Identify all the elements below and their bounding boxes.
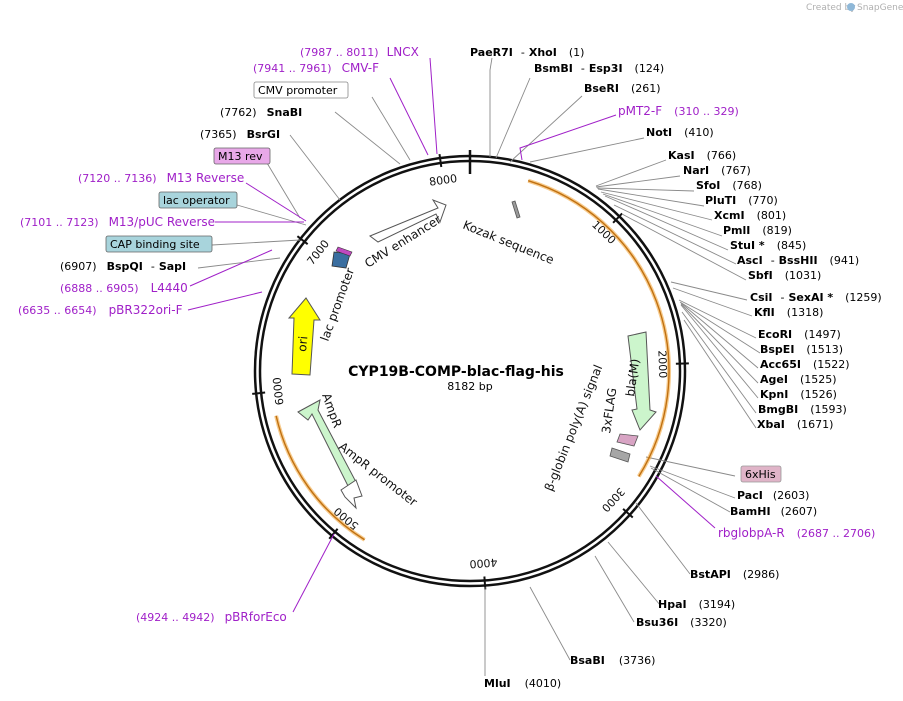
right-site-10[interactable]: PmlI(819) <box>723 224 792 237</box>
right-site-20[interactable]: KpnI(1526) <box>760 388 837 401</box>
tick-mark-1000 <box>612 212 623 224</box>
primer-pbr322ori-f[interactable]: (6635 .. 6654)pBR322ori-F <box>18 303 183 317</box>
primer-m13-puc-reverse[interactable]: (7101 .. 7123)M13/pUC Reverse <box>20 215 215 229</box>
right-site-labels: PaeR7I-XhoI(1) BsmBI-Esp3I(124) BseRI(261)… <box>470 46 882 431</box>
bla-label: bla(M) <box>623 358 642 398</box>
snapgene-logo-icon <box>847 3 855 11</box>
ori-label: ori <box>295 335 310 352</box>
right-site-11[interactable]: StuI *(845) <box>730 239 806 252</box>
plasmid-length: 8182 bp <box>447 380 492 393</box>
site-bstapi[interactable]: BstAPI(2986) <box>690 568 779 581</box>
polya-signal[interactable] <box>609 447 631 463</box>
ampr-promoter-arrow[interactable] <box>340 479 363 510</box>
right-site-18[interactable]: Acc65I(1522) <box>760 358 850 371</box>
tick-mark-6000 <box>252 391 266 395</box>
right-site-13[interactable]: SbfI(1031) <box>748 269 821 282</box>
right-site-1[interactable]: BsmBI-Esp3I(124) <box>534 62 664 75</box>
right-site-21[interactable]: BmgBI(1593) <box>758 403 847 416</box>
plasmid-name: CYP19B-COMP-blac-flag-his <box>348 364 564 380</box>
bla-orange-arc-core <box>527 180 670 477</box>
tick-label-8000: 8000 <box>428 172 458 189</box>
kozak-label: Kozak sequence <box>461 218 556 267</box>
cmv-enhancer-arrow[interactable] <box>368 198 447 243</box>
right-site-9[interactable]: XcmI(801) <box>714 209 786 222</box>
ori-arrow[interactable] <box>287 297 321 376</box>
credit-brand: SnapGene <box>857 3 903 13</box>
m13-rev-box[interactable] <box>213 147 271 165</box>
right-site-5[interactable]: KasI(766) <box>668 149 736 162</box>
right-site-19[interactable]: AgeI(1525) <box>760 373 837 386</box>
m13-rev-label: M13 rev <box>218 150 263 163</box>
cmv-promoter-box[interactable] <box>253 81 349 99</box>
primer-m13-reverse[interactable]: (7120 .. 7136)M13 Reverse <box>78 171 244 185</box>
kozak-mark[interactable] <box>511 200 521 219</box>
primer-rbglobpa-r[interactable]: rbglobpA-R(2687 .. 2706) <box>718 526 875 540</box>
ampr-orange-arc-core <box>275 415 365 541</box>
tick-label-6000: 6000 <box>271 377 287 406</box>
polya-label: β-globin poly(A) signal <box>542 363 606 493</box>
site-paci[interactable]: PacI(2603) <box>737 489 809 502</box>
credit-prefix: Created by <box>806 3 856 13</box>
right-site-16[interactable]: EcoRI(1497) <box>758 328 841 341</box>
cap-binding-site-label: CAP binding site <box>110 238 200 251</box>
lac-promoter-label: lac promoter <box>318 266 357 343</box>
lac-operator-label: lac operator <box>163 194 230 207</box>
right-site-22[interactable]: XbaI(1671) <box>757 418 833 431</box>
site-hpai[interactable]: HpaI(3194) <box>658 598 735 611</box>
primer-lncx[interactable]: (7987 .. 8011)LNCX <box>300 45 419 59</box>
right-site-8[interactable]: PluTI(770) <box>705 194 778 207</box>
cap-binding-site-box[interactable] <box>105 235 213 253</box>
lac-operator-box[interactable] <box>158 191 238 209</box>
right-site-4[interactable]: NotI(410) <box>646 126 714 139</box>
features-layer <box>274 178 671 542</box>
cmv-promoter-label: CMV promoter <box>258 84 338 97</box>
flag-tag[interactable] <box>616 433 639 447</box>
right-site-3[interactable]: pMT2-F(310 .. 329) <box>618 104 739 118</box>
right-site-15[interactable]: KflI(1318) <box>754 306 823 319</box>
site-bsu36i[interactable]: Bsu36I(3320) <box>636 616 727 629</box>
tick-label-4000: 4000 <box>469 556 498 571</box>
m13-rev-block[interactable] <box>335 246 353 257</box>
cmv-enhancer-label: CMV enhancer <box>362 212 443 270</box>
site-snabi[interactable]: (7762)SnaBI <box>220 106 302 119</box>
right-site-14[interactable]: CsiI-SexAI *(1259) <box>750 291 882 304</box>
tick-mark-5000 <box>328 528 339 540</box>
right-site-12[interactable]: AscI-BssHII(941) <box>737 254 859 267</box>
primer-l4440[interactable]: (6888 .. 6905)L4440 <box>60 281 188 295</box>
site-bamhi[interactable]: BamHI(2607) <box>730 505 817 518</box>
his-tag-box[interactable] <box>740 465 782 483</box>
lower-right-labels: 6xHis PacI(2603) BamHI(2607) rbglobpA-R(… <box>484 465 875 690</box>
backbone <box>253 150 687 588</box>
tick-label-7000: 7000 <box>305 237 332 267</box>
right-site-6[interactable]: NarI(767) <box>683 164 751 177</box>
right-site-2[interactable]: BseRI(261) <box>584 82 661 95</box>
tick-mark-3000 <box>622 508 634 519</box>
tick-label-3000: 3000 <box>599 485 627 515</box>
site-bspqi-sapi[interactable]: (6907)BspQI-SapI <box>60 260 186 273</box>
tick-mark-8000 <box>438 153 443 168</box>
site-mlui[interactable]: MluI(4010) <box>484 677 561 690</box>
left-labels: (7987 .. 8011)LNCX (7941 .. 7961)CMV-F C… <box>18 45 419 624</box>
right-site-7[interactable]: SfoI(768) <box>696 179 762 192</box>
right-site-17[interactable]: BspEI(1513) <box>760 343 843 356</box>
primer-cmv-f[interactable]: (7941 .. 7961)CMV-F <box>253 61 379 75</box>
flag-label: 3xFLAG <box>599 387 619 434</box>
tick-mark-7000 <box>296 235 309 245</box>
tick-label-2000: 2000 <box>655 350 669 378</box>
leader-lines <box>187 57 761 676</box>
his-tag-label: 6xHis <box>745 468 776 481</box>
site-bsrgi[interactable]: (7365)BsrGI <box>200 128 280 141</box>
site-bsabi[interactable]: BsaBI(3736) <box>570 654 655 667</box>
bla-arrow[interactable] <box>627 331 657 431</box>
right-site-0[interactable]: PaeR7I-XhoI(1) <box>470 46 584 59</box>
primer-pbrforeco[interactable]: (4924 .. 4942)pBRforEco <box>136 610 287 624</box>
